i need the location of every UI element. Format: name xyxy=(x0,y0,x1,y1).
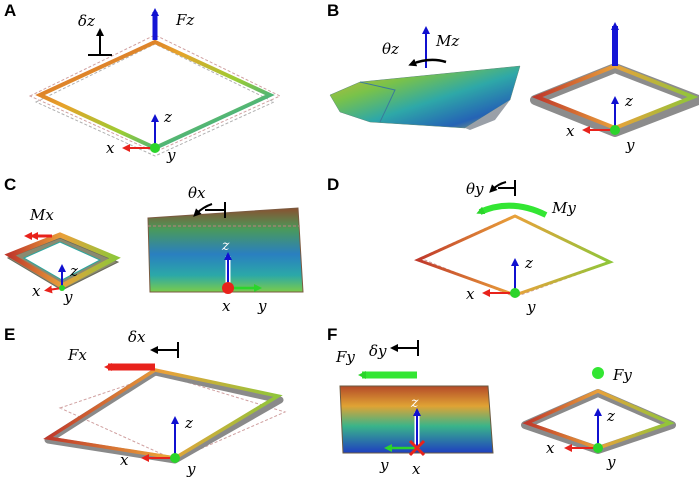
force-y-label: Fy xyxy=(335,348,355,366)
force-x-label: Fx xyxy=(67,346,87,364)
z-label: z xyxy=(163,108,172,126)
undeformed-frame-e xyxy=(58,373,287,461)
delta-x-label: δx xyxy=(128,328,146,346)
z-label-f-right: z xyxy=(606,407,615,425)
rotation-x-arrow xyxy=(193,203,213,217)
y-label-d: y xyxy=(526,298,536,316)
origin-x-dot-c xyxy=(222,282,234,294)
z-label-e: z xyxy=(184,414,193,432)
moment-x-label: Mx xyxy=(29,206,54,224)
y-label-e: y xyxy=(186,460,196,478)
z-label-b: z xyxy=(624,92,633,110)
origin-y-dot-d xyxy=(510,288,520,298)
panel-b: Mz θz z x y xyxy=(329,22,699,154)
origin-y-dot xyxy=(150,143,160,153)
y-label-f-right: y xyxy=(606,453,616,471)
origin-y-dot-b xyxy=(610,125,620,135)
theta-x-label: θx xyxy=(188,184,206,202)
frame-b-shadow xyxy=(530,63,699,137)
panel-a: Fz δz z x y xyxy=(28,8,282,164)
x-label-b: x xyxy=(566,122,575,140)
y-label-b: y xyxy=(625,136,635,154)
panel-letter-e: E xyxy=(4,325,16,344)
delta-z-label: δz xyxy=(78,12,95,30)
force-y-dot xyxy=(592,367,604,379)
rotation-z-arrow xyxy=(408,58,447,67)
rotation-y-symbol xyxy=(498,180,516,196)
moment-y-arrow xyxy=(476,202,548,218)
frame-d xyxy=(414,214,614,297)
z-label-c: z xyxy=(221,238,230,254)
moment-z-label: Mz xyxy=(435,32,459,50)
frame-c-inner xyxy=(22,241,102,281)
theta-z-label: θz xyxy=(382,40,399,58)
panel-c: Mx z x y θx z x y xyxy=(4,184,304,315)
y-label-c: y xyxy=(257,297,267,315)
frame-f xyxy=(522,389,675,450)
delta-y-label: δy xyxy=(369,342,387,360)
panel-e: Fx δx z x y xyxy=(43,328,287,478)
x-label-c-small: x xyxy=(32,282,41,300)
frame-b xyxy=(531,63,699,131)
twisted-surface-shadow xyxy=(465,100,510,130)
theta-y-label: θy xyxy=(466,180,484,198)
panel-letter-b: B xyxy=(327,1,340,20)
x-label-d: x xyxy=(466,285,475,303)
force-z-label: Fz xyxy=(175,11,194,29)
y-label: y xyxy=(166,146,176,164)
z-label-f: z xyxy=(410,395,419,411)
x-label-c: x xyxy=(222,297,231,315)
panel-d: My θy z x y xyxy=(414,180,614,316)
twisted-surface-fold xyxy=(359,81,396,123)
x-label-f-right: x xyxy=(546,439,555,457)
rotation-x-symbol xyxy=(205,202,226,218)
z-label-c-small: z xyxy=(69,262,78,280)
origin-c-small xyxy=(59,285,65,291)
frame-c xyxy=(4,232,121,289)
rotation-y-arrow xyxy=(489,181,507,193)
x-label-f-mid: x xyxy=(412,460,421,478)
origin-x-cross-f xyxy=(408,439,426,457)
y-label-c-small: y xyxy=(63,288,73,306)
bending-surface xyxy=(147,207,304,293)
panel-letter-f: F xyxy=(327,325,338,344)
origin-y-dot-e xyxy=(170,453,180,463)
panel-f: Fy δy z y x Fy z x y xyxy=(335,340,676,478)
deformed-frame xyxy=(35,39,275,151)
panel-letter-a: A xyxy=(4,1,17,20)
panel-letter-d: D xyxy=(327,175,340,194)
panel-letter-c: C xyxy=(4,175,17,194)
origin-y-dot-f xyxy=(593,443,603,453)
frame-e xyxy=(43,368,283,460)
y-label-f-mid: y xyxy=(379,456,389,474)
force-y-label-right: Fy xyxy=(612,366,632,384)
moment-y-label: My xyxy=(551,199,576,217)
undeformed-frame-outline xyxy=(28,34,282,153)
x-label-e: x xyxy=(120,451,129,469)
z-label-d: z xyxy=(524,254,533,272)
x-label: x xyxy=(106,139,115,157)
